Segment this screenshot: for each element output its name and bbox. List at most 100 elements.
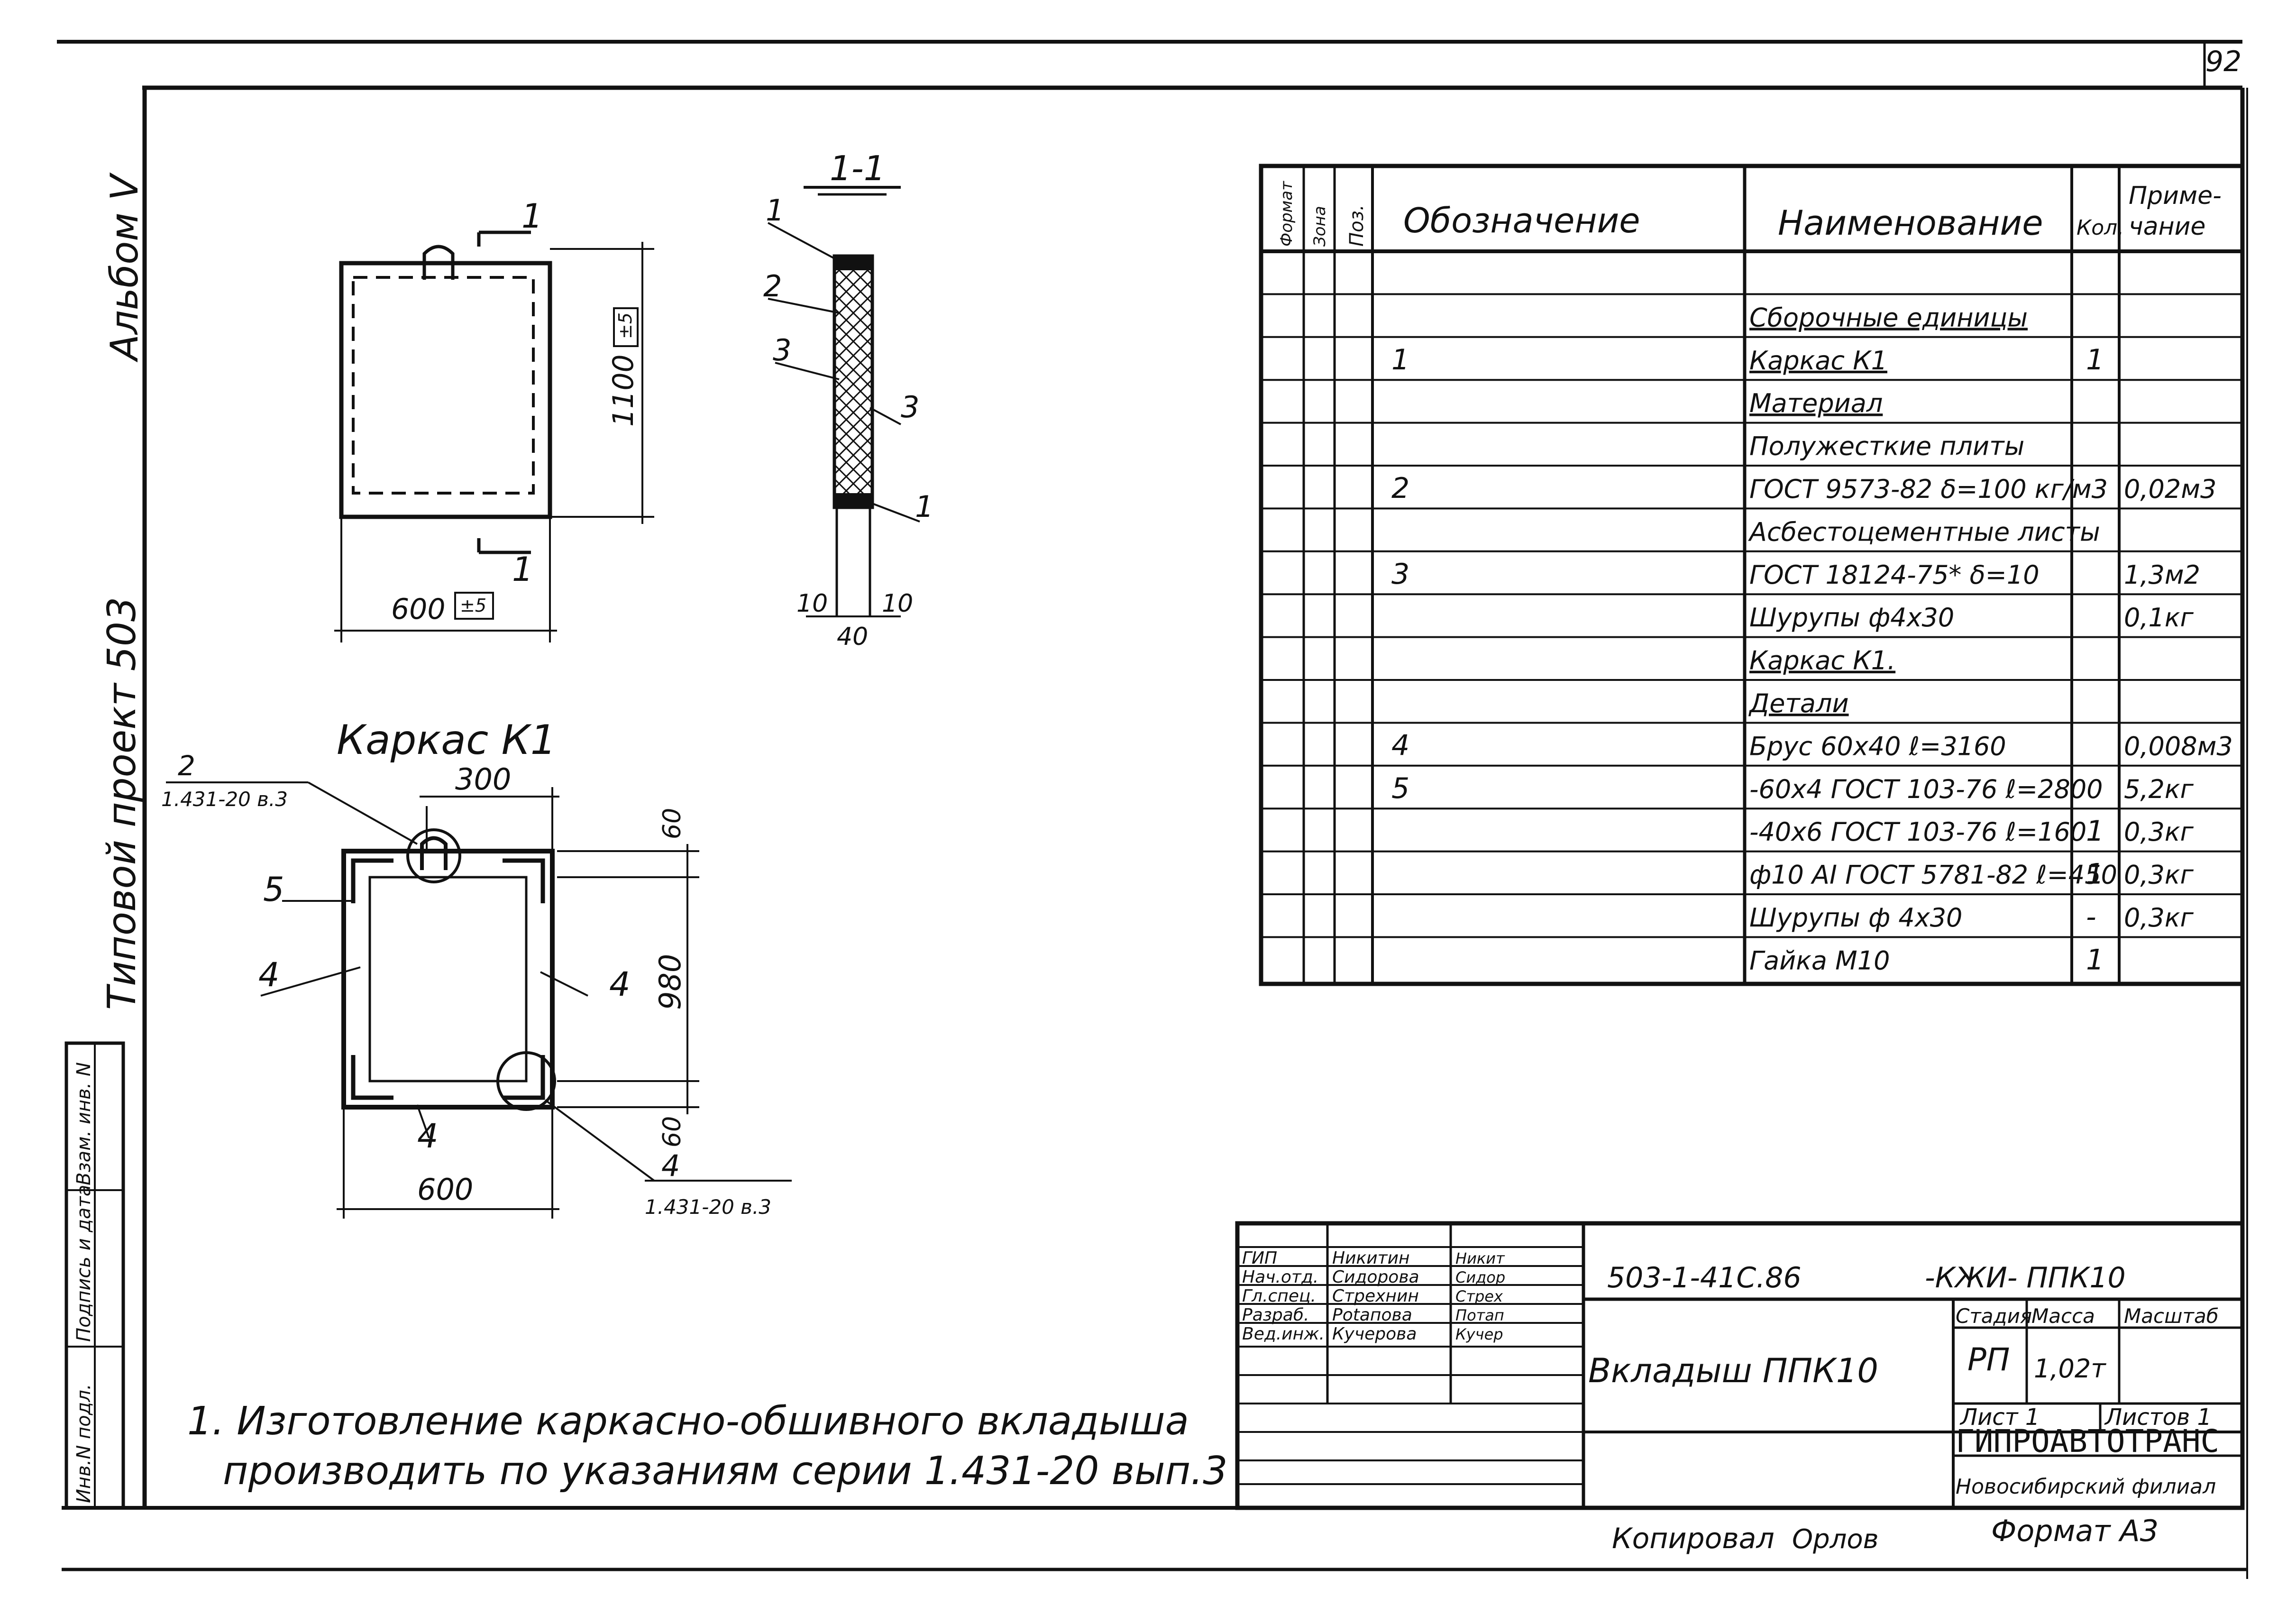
spec-row-lines: [1261, 293, 2242, 938]
callout-4-bottom: 4: [417, 1117, 439, 1156]
spec-row: Полужесткие плиты: [1749, 431, 2024, 461]
hdr-note-2: чание: [2129, 212, 2205, 241]
org-name: ГИПРОАВТОТРАНС: [1956, 1423, 2219, 1459]
sec-callout-3-right: 3: [901, 390, 919, 424]
dim-600: 600: [417, 1172, 473, 1207]
org-branch: Новосибирский филиал: [1956, 1475, 2216, 1499]
spec-name: ГОСТ 9573-82 δ=100 кг/м3: [1749, 474, 2108, 504]
width-tol: ±5: [460, 595, 486, 616]
sec-callout-1-bottom: 1: [915, 489, 933, 524]
signer-signature: Потап: [1455, 1306, 1504, 1324]
sec-dim-10-right: 10: [882, 589, 913, 618]
spec-name: -60х4 ГОСТ 103-76 ℓ=2800: [1749, 774, 2103, 804]
spec-name: Сборочные единицы: [1749, 303, 2028, 332]
spec-note: 0,3кг: [2124, 903, 2194, 933]
sec-dim-40: 40: [837, 623, 868, 651]
spec-row: Каркас К1.: [1749, 646, 1895, 676]
scale-header: Масштаб: [2124, 1304, 2219, 1328]
sheet-num: Лист 1: [1959, 1404, 2040, 1431]
height-tol: ±5: [615, 312, 636, 339]
spec-name: Гайка М10: [1749, 945, 1890, 975]
sec-callout-1-top: 1: [766, 193, 784, 228]
spec-qty: 1: [2086, 943, 2104, 976]
spec-qty: -: [2086, 900, 2096, 934]
spec-note: 5,2кг: [2124, 774, 2194, 804]
spec-note: 1,3м2: [2124, 560, 2200, 590]
stamp-sign-date: Подпись и дата: [73, 1185, 95, 1342]
spec-row: Асбестоцементные листы: [1748, 517, 2100, 547]
front-view: 1 1 1100 ±5 600 ±5: [334, 197, 654, 642]
signer-name: Никитин: [1332, 1248, 1410, 1268]
spec-row: 5 -60х4 ГОСТ 103-76 ℓ=2800 5,2кг: [1391, 772, 2194, 805]
signer-name: Кучерова: [1332, 1324, 1417, 1344]
spec-pos: 3: [1391, 558, 1409, 591]
dim-300: 300: [455, 762, 511, 797]
signer-role: Гл.спец.: [1242, 1286, 1316, 1306]
section-title: 1-1: [830, 148, 886, 188]
signer-role: Вед.инж.: [1242, 1324, 1325, 1344]
section-1-1: 1-1 1 2 3 3 1 10 10 40: [763, 148, 933, 651]
callout-4-right: 4: [609, 965, 631, 1004]
section-mark-bottom: 1: [512, 550, 533, 589]
spec-name: Асбестоцементные листы: [1748, 517, 2100, 547]
hdr-note-1: Приме-: [2129, 182, 2222, 210]
spec-note: 0,3кг: [2124, 860, 2194, 890]
dim-980: 980: [653, 954, 687, 1010]
spec-note: 0,3кг: [2124, 817, 2194, 847]
frame-title: Каркас К1: [337, 716, 556, 764]
hdr-format: Формат: [1277, 181, 1296, 247]
sheets-count: Листов 1: [2104, 1404, 2212, 1431]
spec-name: Брус 60х40 ℓ=3160: [1749, 731, 2006, 761]
spec-pos: 5: [1391, 772, 1409, 805]
ref-bottom-num: 4: [661, 1148, 680, 1183]
signer-signature: Никит: [1455, 1249, 1505, 1267]
signer-name: Potапова: [1332, 1305, 1412, 1325]
left-margin: Альбом V Типовой проект 503 Инв.N подл. …: [64, 172, 146, 1510]
stamp-inv: Инв.N подл.: [73, 1384, 95, 1503]
page-number: 92: [2205, 45, 2241, 78]
sec-callout-2: 2: [763, 269, 782, 303]
title-block-row-lines: [1237, 1246, 1583, 1485]
hdr-name: Наименование: [1778, 203, 2043, 243]
spec-pos: 1: [1391, 343, 1409, 376]
mass-value: 1,02т: [2034, 1354, 2106, 1384]
signer-row: ГИП Никитин Никит: [1242, 1248, 1505, 1268]
stamp-replace-inv: Взам. инв. N: [73, 1062, 95, 1185]
height-dim: 1100: [607, 354, 640, 427]
ref-top-num: 2: [178, 750, 195, 782]
spec-qty: 1: [2086, 343, 2104, 376]
spec-name: ф10 AI ГОСТ 5781-82 ℓ=450: [1749, 860, 2117, 890]
dim-60-top: 60: [658, 808, 686, 839]
spec-table: Формат Зона Поз. Обозначение Наименовани…: [1259, 164, 2245, 986]
signer-signature: Сидор: [1455, 1268, 1505, 1286]
spec-note: 0,008м3: [2124, 731, 2233, 761]
sheet-frame: [57, 40, 2248, 1579]
hdr-pos: Поз.: [1346, 204, 1368, 247]
spec-row: Шурупы ф 4х30 -0,3кг: [1749, 900, 2194, 934]
copied-label: Копировал: [1612, 1522, 1775, 1555]
signer-name: Стрехнин: [1332, 1286, 1419, 1306]
spec-row: Гайка М10 1: [1749, 943, 2104, 976]
spec-name: Каркас К1.: [1749, 646, 1895, 676]
callout-5: 5: [263, 870, 284, 909]
frame-k1: Каркас К1 2 1.431-20 в.3 5 4 4 4 4 1.431…: [161, 716, 792, 1219]
spec-name: Шурупы ф 4х30: [1749, 903, 1962, 933]
hdr-qty: Кол.: [2076, 216, 2124, 240]
spec-qty: 1: [2086, 815, 2104, 848]
ref-bottom-doc: 1.431-20 в.3: [645, 1195, 771, 1219]
album-label: Альбом V: [102, 172, 146, 363]
signer-role: ГИП: [1242, 1248, 1277, 1268]
format-label: Формат А3: [1991, 1514, 2159, 1548]
note-line-2: производить по указаниям серии 1.431-20 …: [223, 1449, 1227, 1494]
signer-name: Сидорова: [1332, 1267, 1419, 1287]
